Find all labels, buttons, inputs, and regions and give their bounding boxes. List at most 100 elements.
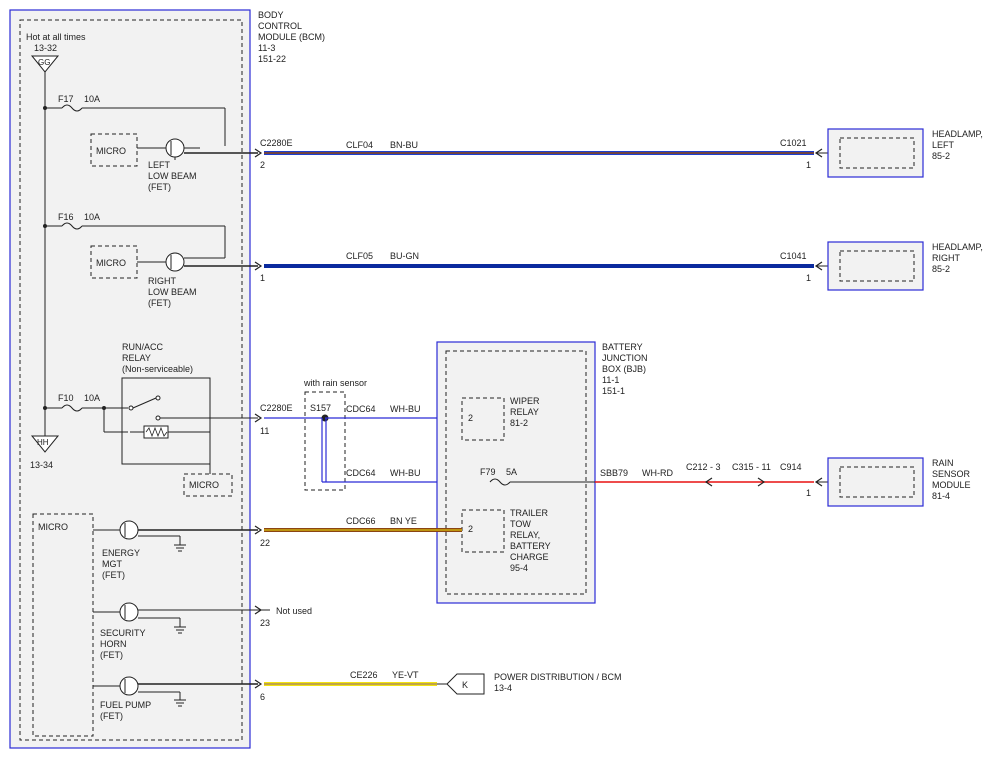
bcm-label-line: CONTROL: [258, 21, 302, 31]
not-used-label: Not used: [276, 606, 312, 616]
micro-box-left: [90, 133, 138, 167]
connector-arrows: [254, 148, 263, 689]
fuse-f16-label: F16: [58, 212, 74, 222]
rain-sensor-label: SENSOR: [932, 469, 971, 479]
wiper-relay-label: RELAY: [510, 407, 539, 417]
rain-sensor-label: RAIN: [932, 458, 954, 468]
bcm-label-line: 151-22: [258, 54, 286, 64]
circuit-cdc64-top-label: CDC64: [346, 404, 376, 414]
fet-security-horn-label: HORN: [100, 639, 127, 649]
connector-pin: 6: [260, 692, 265, 702]
relay-label: RELAY: [122, 353, 151, 363]
micro-label: MICRO: [96, 146, 126, 156]
circuit-cdc64-bottom-color: WH-BU: [390, 468, 421, 478]
trailer-tow-relay-pin: 2: [468, 524, 473, 534]
fet-left-low-beam-label: (FET): [148, 182, 171, 192]
gg-connector-icon: [30, 55, 60, 73]
bjb-label: BOX (BJB): [602, 364, 646, 374]
connector-c914-label: C914: [780, 462, 802, 472]
headlamp-left-label: LEFT: [932, 140, 955, 150]
circuit-cdc66-color: BN YE: [390, 516, 417, 526]
circuit-cdc64-bottom-label: CDC64: [346, 468, 376, 478]
fet-fuel-pump-icon: [119, 676, 139, 696]
fet-right-low-beam-icon: [165, 252, 185, 272]
ground-icon: [174, 626, 186, 634]
wiper-relay-pin: 2: [468, 413, 473, 423]
trailer-tow-relay-label: RELAY,: [510, 530, 540, 540]
ground-icon: [174, 699, 186, 707]
ground-icon: [174, 544, 186, 552]
fuse-f16-icon: [61, 222, 83, 230]
bcm-label-line: 11-3: [258, 43, 275, 53]
micro-label: MICRO: [96, 258, 126, 268]
fet-left-low-beam-icon: [165, 138, 185, 158]
micro-box-relay: [183, 473, 233, 497]
fet-fuel-pump-label: (FET): [100, 711, 123, 721]
wiper-relay-box: [461, 397, 505, 441]
run-acc-relay-box: [121, 377, 211, 465]
micro-box-lower: [32, 513, 94, 737]
power-distribution-label: POWER DISTRIBUTION / BCM: [494, 672, 622, 682]
bcm-inner-dashed: [19, 19, 243, 741]
headlamp-right-label: 85-2: [932, 264, 950, 274]
circuit-cdc64-top-color: WH-BU: [390, 404, 421, 414]
connector-pin: 11: [260, 426, 269, 436]
connector-pin: 1: [260, 273, 265, 283]
wiper-relay-label: 81-2: [510, 418, 528, 428]
fuse-f17-rating: 10A: [84, 94, 100, 104]
splice-option-label: with rain sensor: [303, 378, 367, 388]
headlamp-right-label: RIGHT: [932, 253, 961, 263]
rain-sensor-label: 81-4: [932, 491, 950, 501]
fuse-f16-rating: 10A: [84, 212, 100, 222]
relay-contact-icon: [128, 405, 134, 411]
fet-security-horn-label: (FET): [100, 650, 123, 660]
power-distribution-label: 13-4: [494, 683, 512, 693]
wiper-relay-label: WIPER: [510, 396, 540, 406]
fet-left-low-beam-label: LEFT: [148, 160, 171, 170]
trailer-tow-relay-label: BATTERY: [510, 541, 551, 551]
fuse-f79-label: F79: [480, 467, 496, 477]
fet-right-low-beam-label: (FET): [148, 298, 171, 308]
bottom-power-ref: 13-34: [30, 460, 53, 470]
relay-contact-icon: [155, 415, 161, 421]
trailer-tow-relay-label: CHARGE: [510, 552, 549, 562]
fuse-f10-label: F10: [58, 393, 74, 403]
power-distribution-connector-icon: [446, 673, 485, 695]
fet-security-horn-icon: [119, 602, 139, 622]
fuse-f79-icon: [489, 478, 511, 486]
relay-coil-icon: [143, 425, 169, 439]
circuit-ce226-color: YE-VT: [392, 670, 419, 680]
relay-label: (Non-serviceable): [122, 364, 193, 374]
circuit-clf04-label: CLF04: [346, 140, 373, 150]
connector-arrow-icon: [757, 477, 766, 487]
gg-connector-label: GG: [38, 58, 50, 67]
power-distribution-connector-label: K: [462, 680, 468, 690]
connector-c1041-label: C1041: [780, 251, 807, 261]
connector-c2280e-label: C2280E: [260, 138, 293, 148]
fuse-f17-label: F17: [58, 94, 74, 104]
fet-right-low-beam-label: RIGHT: [148, 276, 177, 286]
circuit-clf05-color: BU-GN: [390, 251, 419, 261]
relay-label: RUN/ACC: [122, 342, 164, 352]
headlamp-left-inner: [839, 137, 915, 169]
circuit-sbb79-color: WH-RD: [642, 468, 673, 478]
connector-arrow-icon: [704, 477, 713, 487]
relay-coil-winding: [145, 426, 168, 438]
headlamp-right-inner: [839, 250, 915, 282]
circuit-clf05-label: CLF05: [346, 251, 373, 261]
circuit-ce226-label: CE226: [350, 670, 378, 680]
bjb-inner-dashed: [445, 350, 587, 595]
relay-contact-icon: [155, 395, 161, 401]
top-power-ref: 13-32: [34, 43, 57, 53]
rain-sensor-label: MODULE: [932, 480, 971, 490]
bcm-label-line: BODY: [258, 10, 284, 20]
bjb-label: 11-1: [602, 375, 619, 385]
relay-switch-arm: [132, 397, 157, 409]
trailer-tow-relay-label: 95-4: [510, 563, 528, 573]
headlamp-left-label: HEADLAMP,: [932, 129, 983, 139]
circuit-cdc66-label: CDC66: [346, 516, 376, 526]
micro-label: MICRO: [38, 522, 68, 532]
fuse-f10-icon: [61, 404, 83, 412]
bjb-label: BATTERY: [602, 342, 643, 352]
